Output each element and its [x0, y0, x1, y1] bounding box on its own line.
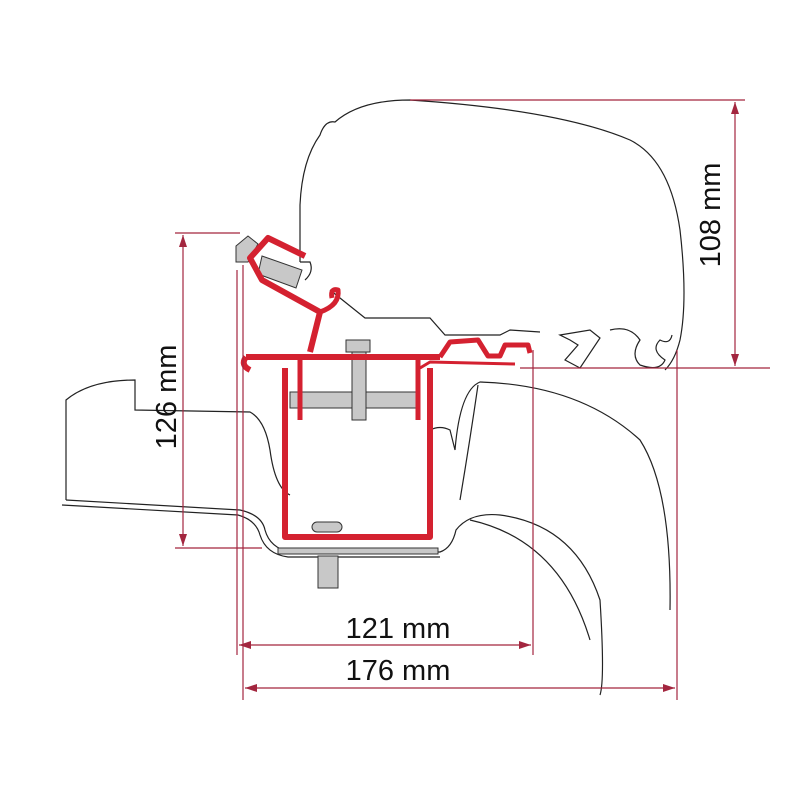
mounting-hardware: [235, 235, 439, 589]
vehicle-roof-outline: [61, 379, 671, 696]
base-plate: [277, 547, 439, 555]
clamp-arm: [247, 235, 323, 353]
dimension-lines: [175, 99, 770, 700]
bracket-box: [282, 368, 433, 540]
right-rail: [437, 337, 533, 359]
awning-case-outline: [299, 99, 685, 371]
label-176mm: 176 mm: [346, 655, 451, 687]
bottom-bolt-head: [311, 521, 343, 533]
arm-hook: [319, 287, 341, 315]
clamp-bolt: [257, 255, 303, 289]
bottom-nut: [317, 555, 339, 589]
adapter-bracket: [240, 235, 533, 540]
top-bolt-head: [345, 339, 371, 353]
label-121mm: 121 mm: [346, 613, 451, 645]
label-126mm: 126 mm: [151, 345, 183, 450]
left-hook: [240, 355, 252, 373]
label-108mm: 108 mm: [695, 163, 727, 268]
